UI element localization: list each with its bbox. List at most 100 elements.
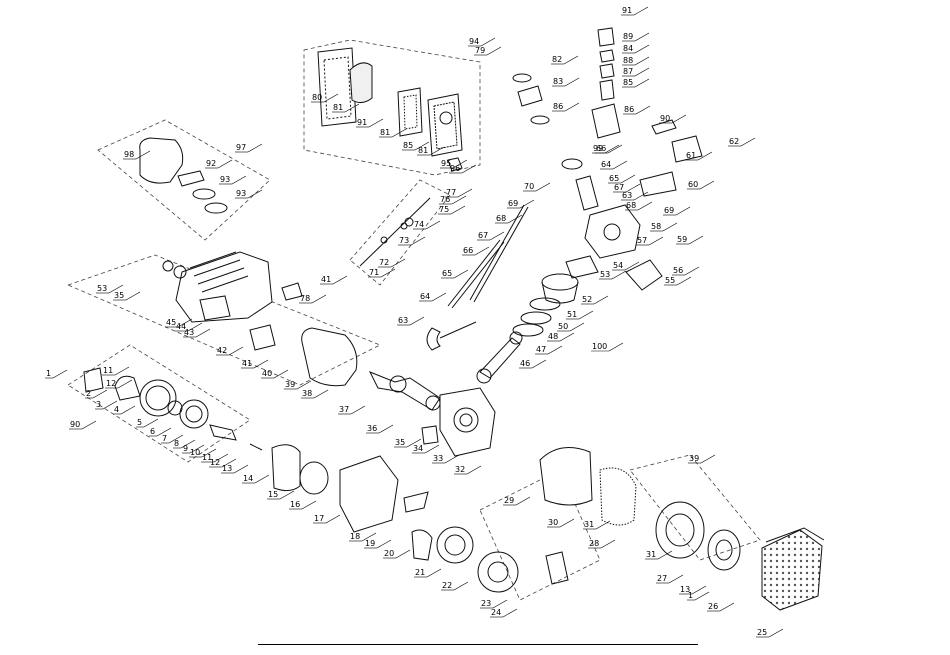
callout-number: 79 [475, 46, 485, 55]
callout-leader [451, 195, 467, 205]
callout-number: 93 [236, 189, 246, 198]
callout-number: 13 [680, 585, 690, 594]
callout-26: 26 [707, 602, 735, 612]
callout-leader [569, 322, 585, 332]
callout-leader [648, 236, 664, 246]
callout-number: 52 [582, 295, 592, 304]
callout-leader [426, 568, 442, 578]
callout-41: 41 [241, 359, 269, 369]
callout-leader [325, 514, 341, 524]
callout-leader [350, 405, 366, 415]
callout-number: 43 [184, 328, 194, 337]
crankcase-gasket [301, 327, 358, 387]
callout-8: 8 [173, 439, 196, 449]
callout-number: 25 [757, 628, 767, 637]
callout-98: 98 [123, 150, 151, 160]
callout-number: 70 [524, 182, 534, 191]
callout-leader [217, 159, 233, 169]
callout-number: 27 [657, 574, 667, 583]
callout-leader [180, 439, 196, 449]
callout-41: 41 [320, 275, 348, 285]
callout-leader [593, 295, 609, 305]
callout-91: 91 [356, 118, 384, 128]
callout-3: 3 [95, 400, 118, 410]
callout-leader [595, 520, 611, 530]
callout-number: 35 [114, 291, 124, 300]
callout-number: 48 [548, 332, 558, 341]
callout-leader [253, 359, 269, 369]
callout-leader [486, 46, 502, 56]
callout-leader [608, 342, 624, 352]
callout-leader [368, 118, 384, 128]
callout-leader [634, 32, 650, 42]
callout-100: 100 [591, 342, 624, 352]
callout-84: 84 [622, 44, 650, 54]
callout-83: 83 [552, 77, 580, 87]
callout-number: 61 [686, 151, 696, 160]
callout-number: 39 [285, 380, 295, 389]
callout-40: 40 [261, 369, 289, 379]
callout-19: 19 [364, 539, 392, 549]
callout-number: 11 [202, 453, 212, 462]
callout-90: 90 [659, 114, 687, 124]
callout-73: 73 [398, 236, 426, 246]
callout-number: 41 [321, 275, 331, 284]
callout-92: 92 [205, 159, 233, 169]
alternator-assembly [539, 447, 825, 611]
callout-53: 53 [599, 270, 627, 280]
callout-35: 35 [394, 438, 422, 448]
callout-number: 97 [236, 143, 246, 152]
callout-leader [444, 454, 460, 464]
callout-71: 71 [368, 268, 396, 278]
callout-leader [535, 182, 551, 192]
callout-leader [607, 144, 623, 154]
callout-leader [719, 602, 735, 612]
callout-4: 4 [113, 405, 136, 415]
callout-82: 82 [551, 55, 579, 65]
callout-leader [668, 574, 684, 584]
callout-37: 37 [338, 405, 366, 415]
callout-leader [676, 276, 692, 286]
callout-46: 46 [519, 359, 547, 369]
callout-number: 85 [623, 78, 633, 87]
callout-number: 34 [413, 444, 423, 453]
callout-number: 20 [384, 549, 394, 558]
callout-number: 53 [600, 270, 610, 279]
callout-64: 64 [419, 292, 447, 302]
callout-95: 95 [440, 159, 468, 169]
callout-leader [564, 77, 580, 87]
callout-number: 86 [553, 102, 563, 111]
callout-leader [671, 114, 687, 124]
callout-number: 88 [623, 56, 633, 65]
cover-group-box [479, 469, 601, 601]
callout-33: 33 [432, 454, 460, 464]
callout-leader [424, 444, 440, 454]
callout-68: 68 [495, 214, 523, 224]
callout-21: 21 [414, 568, 442, 578]
callout-leader [410, 236, 426, 246]
callout-number: 59 [677, 235, 687, 244]
callout-number: 10 [190, 448, 200, 457]
callout-leader [380, 268, 396, 278]
callout-leader [634, 56, 650, 66]
callout-number: 60 [688, 180, 698, 189]
callout-number: 51 [567, 310, 577, 319]
flywheel-group-box [67, 344, 251, 463]
callout-5: 5 [136, 418, 159, 428]
callout-leader [662, 222, 678, 232]
connecting-rod [476, 331, 523, 384]
callout-leader [515, 496, 531, 506]
callout-number: 16 [290, 500, 300, 509]
callout-leader [81, 420, 97, 430]
callout-leader [361, 532, 377, 542]
callout-number: 84 [623, 44, 633, 53]
callout-leader [228, 346, 244, 356]
callout-number: 26 [708, 602, 718, 611]
callout-leader [233, 464, 249, 474]
piston-assembly [512, 273, 579, 337]
callout-number: 63 [622, 191, 632, 200]
callout-30: 30 [547, 518, 575, 528]
callout-number: 35 [395, 438, 405, 447]
callout-number: 78 [300, 294, 310, 303]
crankcase-cover [421, 387, 496, 457]
